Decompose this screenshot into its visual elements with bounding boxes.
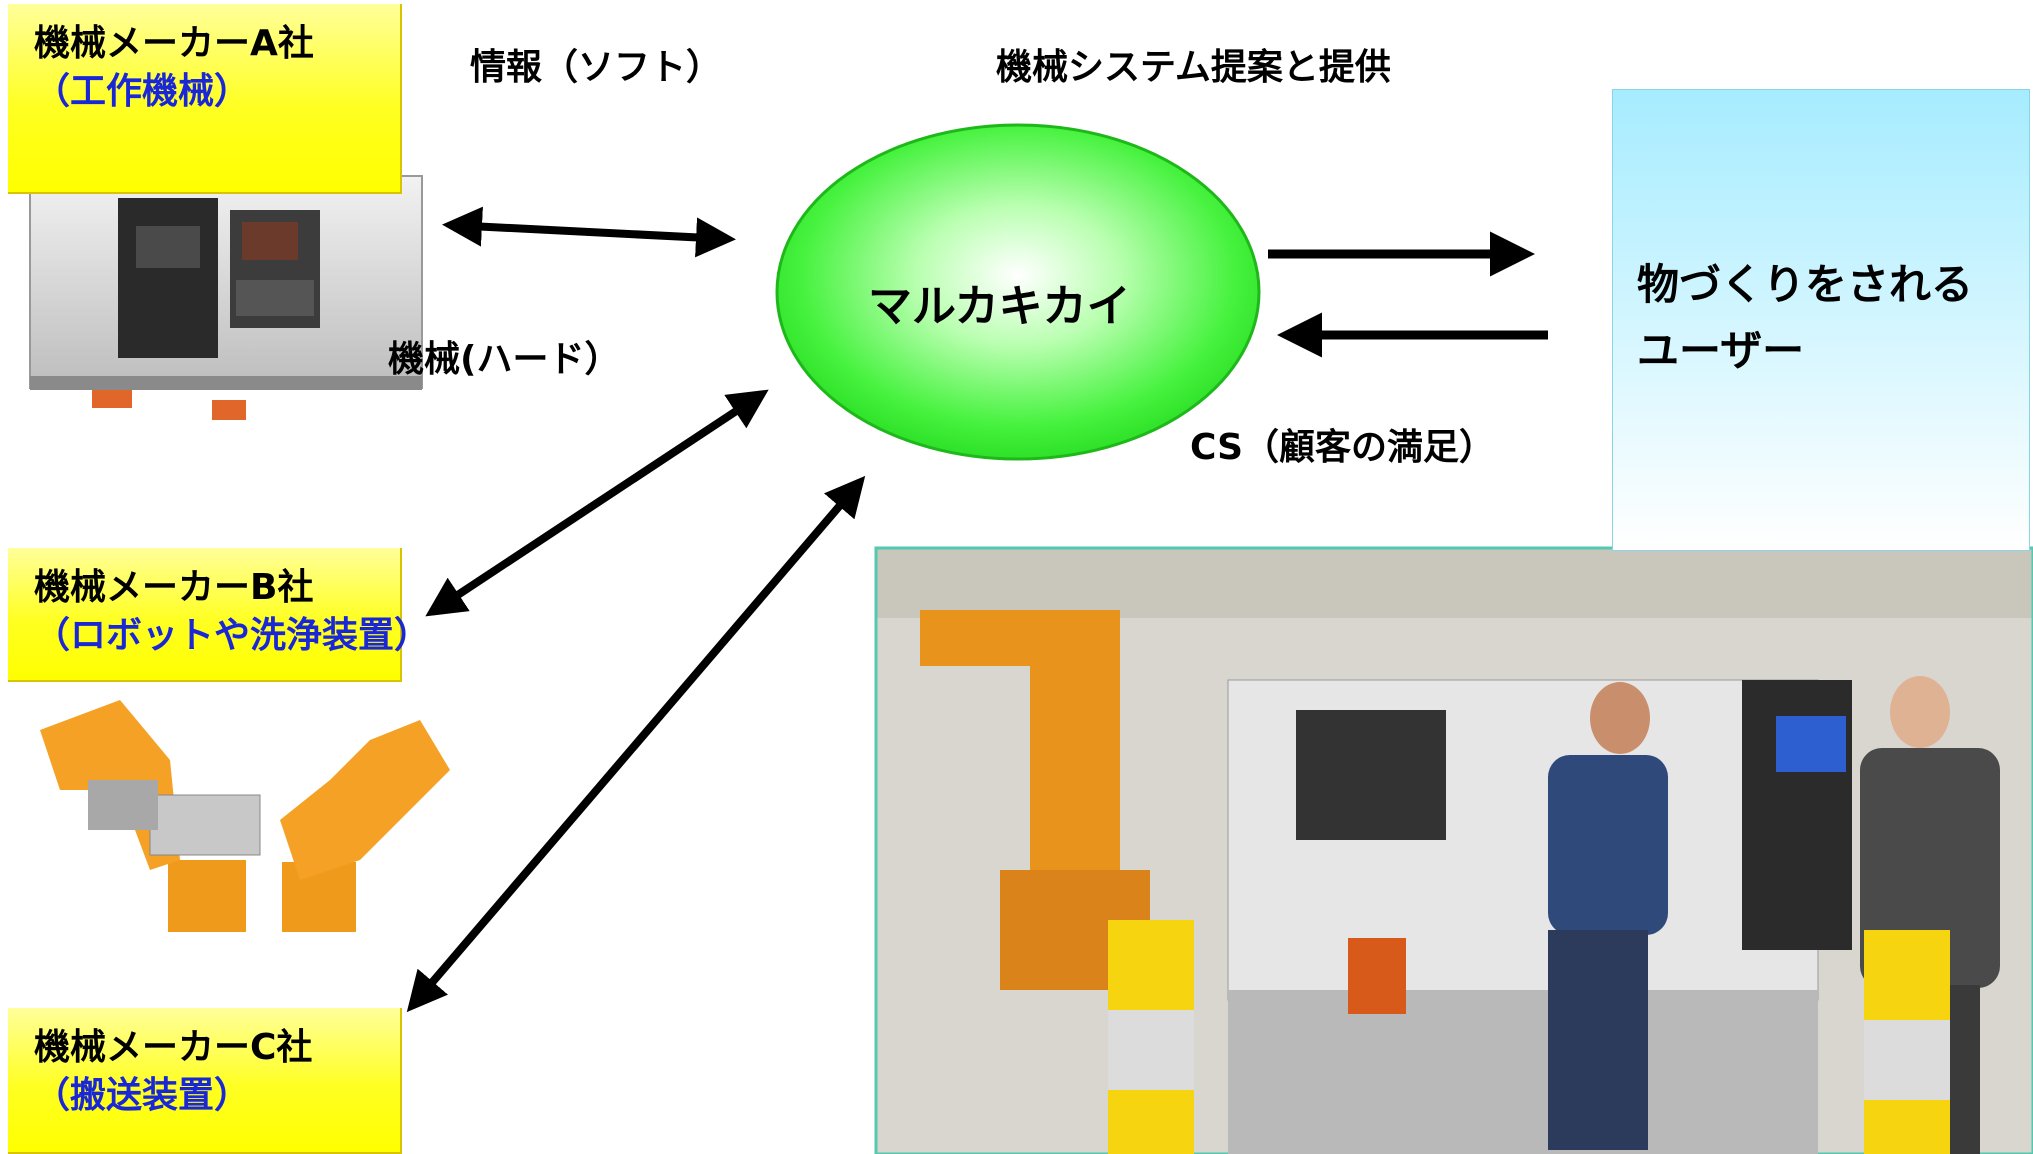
workshop-photo (874, 546, 2033, 1154)
maker-b-sub: （ロボットや洗浄装置） (34, 615, 431, 656)
user-text: 物づくりをされる ユーザー (1637, 260, 1974, 375)
arrow-maker-c (406, 475, 866, 1013)
maker-a-sub: （工作機械） (34, 71, 251, 112)
arrow-maker-b (425, 389, 769, 617)
cs-label: CS（顧客の満足） (1190, 427, 1496, 468)
machine-tool-image (29, 175, 423, 420)
machine-hard-label: 機械(ハード） (388, 339, 621, 380)
maker-a-name: 機械メーカーA社 (34, 23, 314, 64)
maker-c-name: 機械メーカーC社 (34, 1027, 313, 1068)
maker-a-box: 機械メーカーA社 （工作機械） (8, 4, 402, 194)
arrow-maker-a (442, 206, 736, 258)
robot-arms-image (40, 700, 450, 932)
user-box: 物づくりをされる ユーザー (1612, 89, 2030, 551)
maker-b-name: 機械メーカーB社 (34, 567, 314, 608)
marukakikai-ellipse (775, 123, 1261, 461)
maker-c-sub: （搬送装置） (34, 1075, 251, 1116)
info-soft-label: 情報（ソフト） (470, 47, 723, 88)
maker-c-box: 機械メーカーC社 （搬送装置） (8, 1008, 402, 1154)
proposal-label: 機械システム提案と提供 (996, 47, 1391, 88)
maker-b-box: 機械メーカーB社 （ロボットや洗浄装置） (8, 548, 431, 682)
center-company-name: マルカキカイ (868, 281, 1131, 332)
